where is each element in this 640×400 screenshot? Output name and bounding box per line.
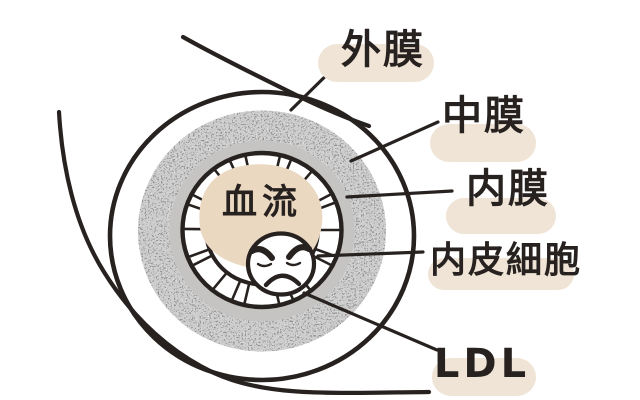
label-inner-membrane: 内膜 [466, 166, 550, 212]
label-highlight-middle-membrane [430, 124, 536, 162]
pointer-middle-membrane [349, 120, 440, 163]
label-highlight-outer-membrane [318, 44, 434, 82]
blood-flow-text: 血流 [222, 183, 302, 223]
endothelium-outer-edge [180, 150, 344, 310]
ldl-left-eye-lower [256, 262, 273, 268]
label-pointer-lines [289, 55, 454, 352]
ldl-particle [245, 231, 317, 297]
ldl-right-eye-lower [285, 261, 302, 267]
label-highlight-inner-membrane [446, 198, 556, 234]
sketch-curve-left-bottom [56, 109, 432, 395]
intima-ring [169, 140, 355, 322]
outer-wall-ring [107, 89, 417, 383]
pointer-ldl [302, 291, 439, 352]
label-outer-membrane: 外膜 [341, 27, 425, 73]
ldl-right-eye [286, 244, 312, 260]
pointer-inner-membrane [345, 189, 454, 199]
label-highlight-ldl [432, 358, 536, 396]
pointer-endothelial-cells [316, 250, 425, 258]
ldl-mouth [263, 273, 302, 288]
label-endothelial-cells: 内皮細胞 [429, 240, 583, 281]
label-highlight-endothelial-cells [428, 258, 574, 290]
ldl-left-eye [249, 246, 275, 261]
label-middle-membrane: 中膜 [442, 93, 526, 139]
label-ldl: LDL [433, 341, 531, 387]
